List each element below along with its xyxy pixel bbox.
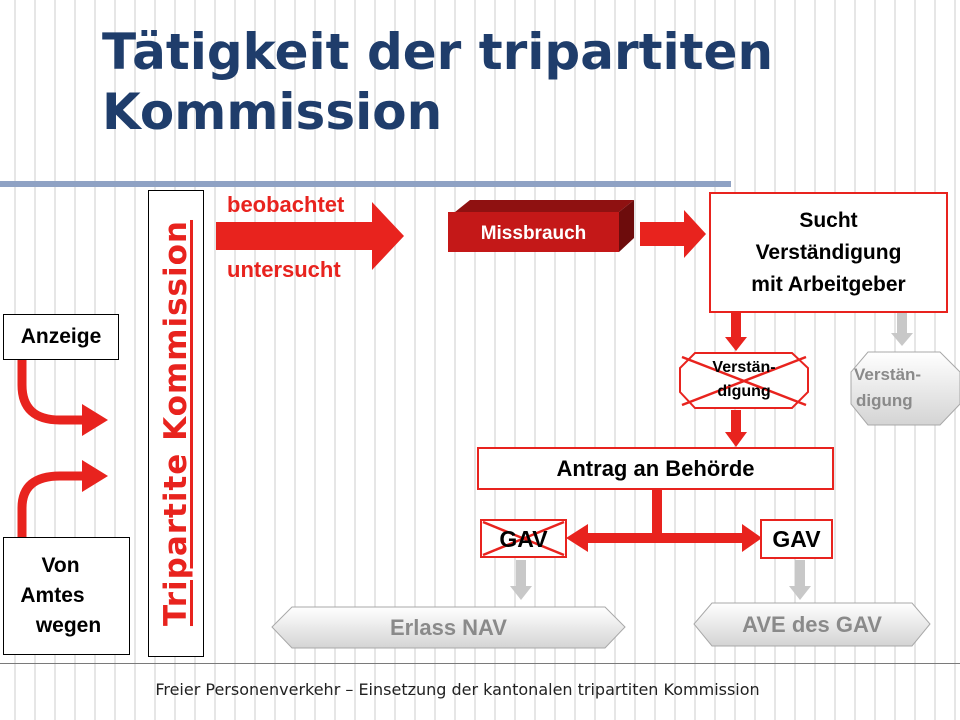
down-arrow-2-shaft: [731, 410, 741, 434]
von-amtes-wegen-box: Von Amtes wegen: [3, 537, 130, 655]
von-amtes-line-3: wegen: [35, 614, 102, 637]
verstaendigung-success-line-2: digung: [856, 391, 913, 410]
branch-bar: [585, 533, 745, 543]
verstaendigung-success-shape: [850, 351, 960, 426]
grey-down-arrow-3-head: [789, 586, 811, 600]
missbrauch-block-front: [448, 212, 619, 252]
antrag-box: Antrag an Behörde: [477, 447, 834, 490]
down-arrow-1-shaft: [731, 313, 741, 339]
slide-title: Tätigkeit der tripartiten Kommission: [102, 23, 774, 141]
antrag-stem: [652, 488, 662, 538]
erlass-nav-shape: [271, 606, 626, 649]
verstaendigung-success-line-1: Verstän-: [854, 365, 922, 384]
commission-box: [148, 190, 204, 657]
missbrauch-block-side: [619, 200, 634, 252]
grey-down-arrow-2-head: [510, 586, 532, 600]
anzeige-curve-arrow: [17, 360, 84, 425]
grey-down-arrow-1-head: [891, 333, 913, 346]
grey-down-arrow-2-shaft: [516, 560, 526, 588]
amtes-curve-arrow: [17, 471, 84, 538]
sucht-line-1: Sucht: [799, 208, 858, 232]
title-divider: [0, 181, 731, 187]
branch-right-head: [742, 524, 762, 552]
branch-left-head: [566, 524, 588, 552]
grey-down-arrow-1-shaft: [897, 313, 907, 335]
verstaendigung-failed-line-1: Verstän-: [712, 359, 776, 376]
untersucht-label: untersucht: [227, 257, 341, 282]
verstaendigung-failed-line-2: digung: [717, 383, 771, 400]
verstaendigung-success-text: Verstän- digung: [850, 362, 950, 414]
anzeige-box: Anzeige: [3, 314, 119, 360]
sucht-line-3: mit Arbeitgeber: [751, 272, 906, 296]
sucht-line-2: Verständigung: [755, 240, 902, 264]
von-amtes-line-2: Amtes: [20, 584, 85, 607]
anzeige-arrow-head: [82, 404, 108, 436]
observe-big-arrow: [216, 202, 404, 270]
antrag-label: Antrag an Behörde: [556, 455, 755, 481]
footer-divider: [0, 663, 960, 664]
ave-gav-shape: [693, 602, 931, 647]
grey-down-arrow-3-shaft: [795, 560, 805, 588]
down-arrow-1-head: [725, 337, 747, 351]
slide-footer: Freier Personenverkehr – Einsetzung der …: [155, 680, 760, 699]
to-sucht-arrow: [640, 210, 706, 258]
amtes-arrow-head: [82, 460, 108, 492]
gav-right-box: GAV: [760, 519, 833, 559]
verstaendigung-failed-text: Verstän- digung: [682, 356, 806, 404]
missbrauch-block-top: [455, 200, 634, 212]
gav-right-label: GAV: [772, 525, 821, 552]
gav-left-cross-b: [482, 520, 565, 557]
erlass-nav-label: Erlass NAV: [390, 614, 507, 640]
cross-line-b: [681, 355, 807, 407]
gav-left-label: GAV: [499, 526, 548, 552]
ave-gav-label: AVE des GAV: [742, 611, 882, 637]
commission-label: Tripartite Kommission: [158, 219, 194, 627]
beobachtet-label: beobachtet: [227, 192, 345, 217]
anzeige-label: Anzeige: [20, 325, 102, 348]
missbrauch-label: Missbrauch: [480, 223, 587, 244]
down-arrow-2-head: [725, 432, 747, 447]
von-amtes-line-1: Von: [41, 554, 80, 577]
sucht-verstaendigung-box: Sucht Verständigung mit Arbeitgeber: [709, 192, 948, 313]
